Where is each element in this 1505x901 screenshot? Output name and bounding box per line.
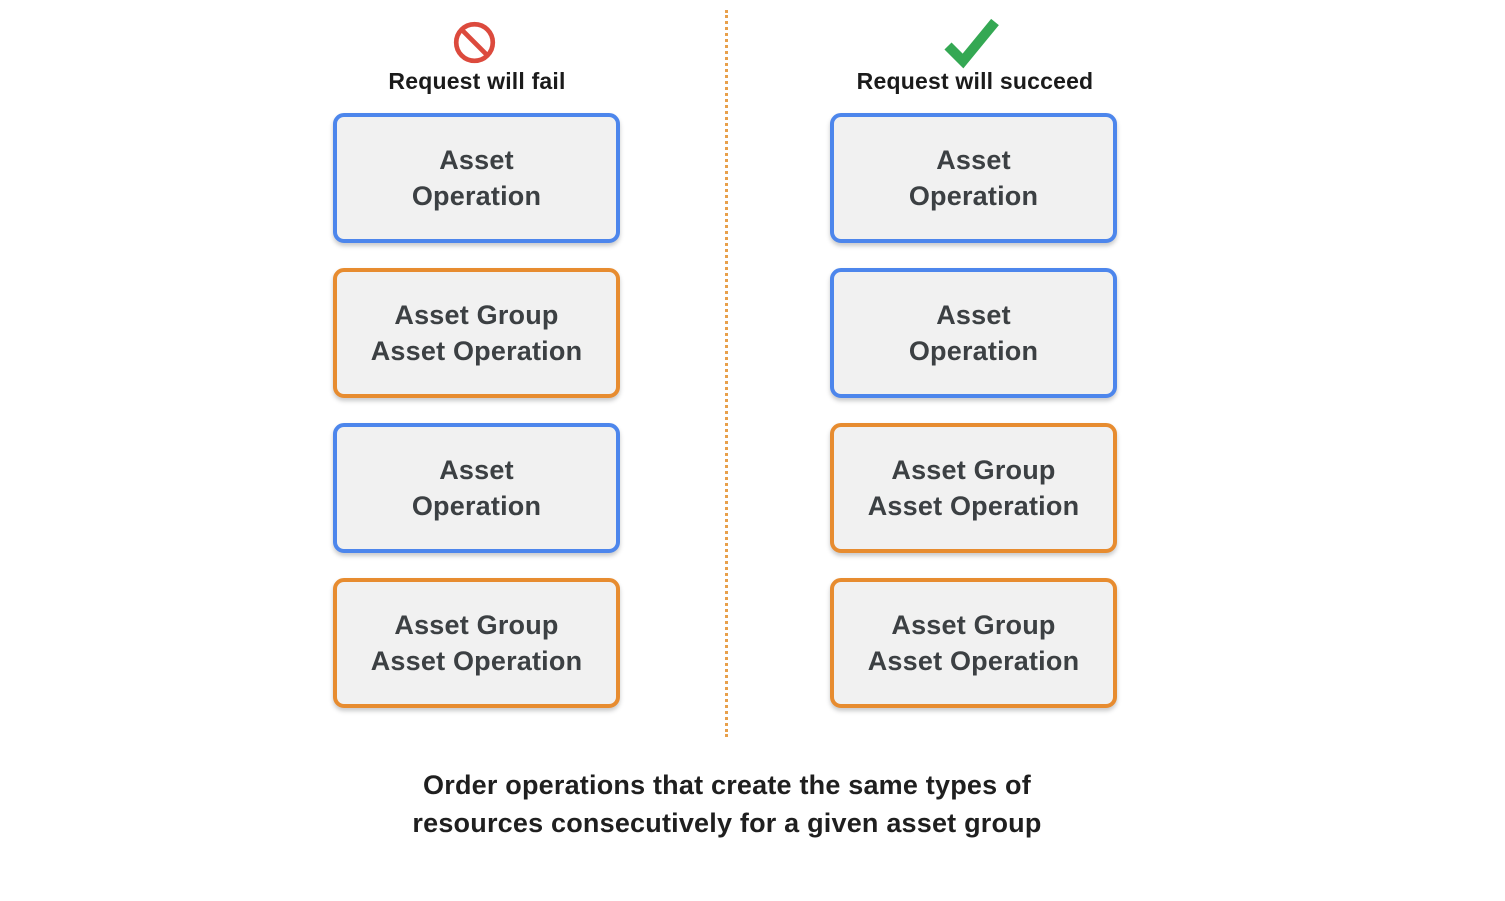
checkmark-icon: [941, 15, 1001, 70]
prohibition-icon: [452, 20, 497, 65]
succeed-box-asset-operation: Asset Operation: [830, 268, 1117, 398]
box-label: Asset Group Asset Operation: [867, 610, 1080, 676]
fail-box-asset-operation: Asset Operation: [333, 423, 620, 553]
column-divider: [725, 10, 728, 737]
succeed-column-title: Request will succeed: [856, 68, 1094, 94]
box-label: Asset Operation: [411, 145, 542, 211]
diagram-caption: Order operations that create the same ty…: [412, 770, 1042, 838]
fail-box-asset-operation: Asset Operation: [333, 113, 620, 243]
box-label: Asset Operation: [411, 455, 542, 521]
box-label: Asset Group Asset Operation: [370, 300, 583, 366]
fail-box-asset-group-asset-operation: Asset Group Asset Operation: [333, 268, 620, 398]
fail-column-title: Request will fail: [388, 68, 566, 94]
succeed-box-asset-group-asset-operation: Asset Group Asset Operation: [830, 423, 1117, 553]
box-label: Asset Group Asset Operation: [867, 455, 1080, 521]
box-label: Asset Operation: [908, 145, 1039, 211]
succeed-box-asset-group-asset-operation: Asset Group Asset Operation: [830, 578, 1117, 708]
succeed-box-asset-operation: Asset Operation: [830, 113, 1117, 243]
box-label: Asset Group Asset Operation: [370, 610, 583, 676]
box-label: Asset Operation: [908, 300, 1039, 366]
fail-box-asset-group-asset-operation: Asset Group Asset Operation: [333, 578, 620, 708]
